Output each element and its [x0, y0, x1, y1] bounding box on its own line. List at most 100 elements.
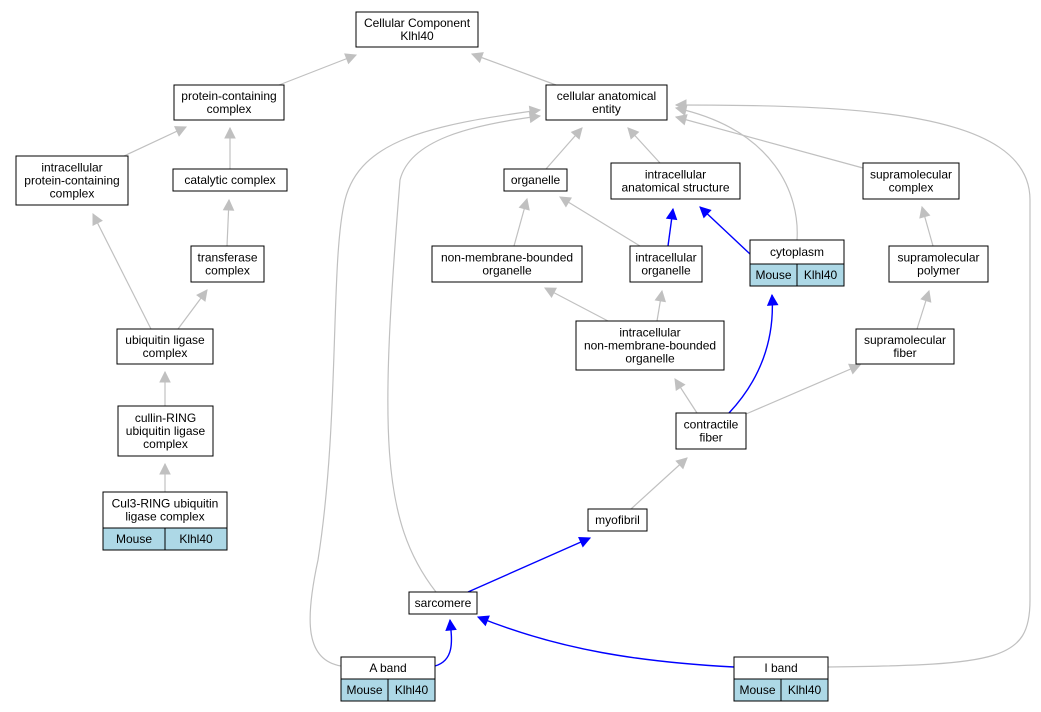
node-box	[190, 245, 265, 283]
node-label: ubiquitin ligase	[126, 424, 206, 438]
edge-intracellular-organelle-to-organelle	[559, 196, 641, 247]
arrowhead	[344, 53, 358, 65]
arrowhead	[159, 462, 171, 475]
edge-supramolecular-complex-to-cellular-anatomical-entity	[675, 116, 864, 169]
gene-label: Klhl40	[395, 683, 429, 697]
node-intracellular-non-membrane-bounded-organelle[interactable]: intracellularnon-membrane-boundedorganel…	[575, 320, 725, 371]
node-box	[587, 508, 648, 532]
edge-i-band-to-sarcomere	[477, 616, 735, 668]
arrowhead	[848, 363, 862, 375]
node-organelle[interactable]: organelle	[503, 168, 568, 192]
node-box	[629, 245, 703, 283]
node-sarcomere[interactable]: sarcomere	[408, 591, 478, 615]
node-label: Klhl40	[400, 29, 434, 43]
organism-label: Mouse	[116, 532, 152, 546]
edge-contractile-fiber-to-supramolecular-fiber	[745, 364, 861, 415]
arrowhead	[675, 457, 688, 470]
node-label: organelle	[511, 173, 561, 187]
gene-label: Klhl40	[804, 268, 838, 282]
arrowhead	[159, 370, 171, 383]
node-label: non-membrane-bounded	[441, 251, 573, 265]
edge-cellular-anatomical-entity-to-cellular-component	[471, 53, 557, 86]
edge-ubiquitin-ligase-complex-to-intracellular-protein-containing-complex	[92, 213, 152, 330]
arrowhead	[674, 378, 686, 391]
node-box	[15, 155, 129, 206]
arrowhead	[544, 287, 557, 299]
arrowhead	[222, 198, 235, 211]
node-label: complex	[50, 187, 95, 201]
arrowhead	[470, 52, 484, 64]
arrowhead	[654, 289, 667, 303]
arrowhead	[665, 207, 678, 221]
node-label: intracellular	[645, 168, 706, 182]
node-label: fiber	[893, 346, 916, 360]
node-box	[862, 162, 960, 200]
node-label: complex	[205, 264, 250, 278]
node-label: supramolecular	[897, 251, 979, 265]
node-label: ligase complex	[125, 510, 204, 524]
node-myofibril[interactable]: myofibril	[587, 508, 648, 532]
node-label: ubiquitin ligase	[125, 333, 205, 347]
arrowhead	[196, 289, 208, 302]
node-box	[545, 84, 668, 121]
arrowhead	[174, 126, 188, 137]
node-box	[355, 11, 479, 48]
node-box	[888, 245, 989, 283]
gene-label: Klhl40	[788, 683, 822, 697]
gene-cell	[164, 527, 228, 551]
node-box	[431, 245, 583, 283]
node-label: I band	[764, 661, 797, 675]
arrowhead	[528, 105, 542, 118]
arrowhead	[476, 615, 490, 627]
edge-intracellular-protein-containing-complex-to-protein-containing-complex	[123, 126, 187, 157]
arrowhead	[674, 99, 687, 111]
node-label: organelle	[625, 352, 675, 366]
node-label: cytoplasm	[770, 245, 824, 259]
node-label: protein-containing	[24, 174, 119, 188]
node-label: protein-containing	[181, 89, 276, 103]
node-label: A band	[369, 661, 406, 675]
node-box	[173, 84, 285, 121]
node-label: complex	[143, 346, 188, 360]
node-label: entity	[592, 102, 621, 116]
arrowhead	[559, 196, 572, 208]
edge-intracellular-non-membrane-bounded-organelle-to-non-membrane-bounded-organelle	[544, 287, 609, 322]
arrowhead	[224, 126, 236, 139]
arrowhead	[578, 536, 592, 548]
arrowhead	[518, 197, 530, 211]
node-catalytic-complex[interactable]: catalytic complex	[172, 168, 288, 192]
node-box	[503, 168, 568, 192]
node-label: non-membrane-bounded	[584, 339, 716, 353]
node-box	[408, 591, 478, 615]
node-box	[172, 168, 288, 192]
arrowhead	[92, 213, 103, 226]
arrowhead	[570, 127, 583, 140]
node-label: organelle	[482, 264, 532, 278]
node-box	[675, 412, 747, 450]
node-label: complex	[207, 102, 252, 116]
node-label: supramolecular	[864, 333, 946, 347]
edge-myofibril-to-contractile-fiber	[630, 457, 688, 510]
gene-cell	[796, 263, 845, 287]
node-label: Cul3-RING ubiquitin	[112, 497, 219, 511]
node-box	[116, 328, 214, 365]
